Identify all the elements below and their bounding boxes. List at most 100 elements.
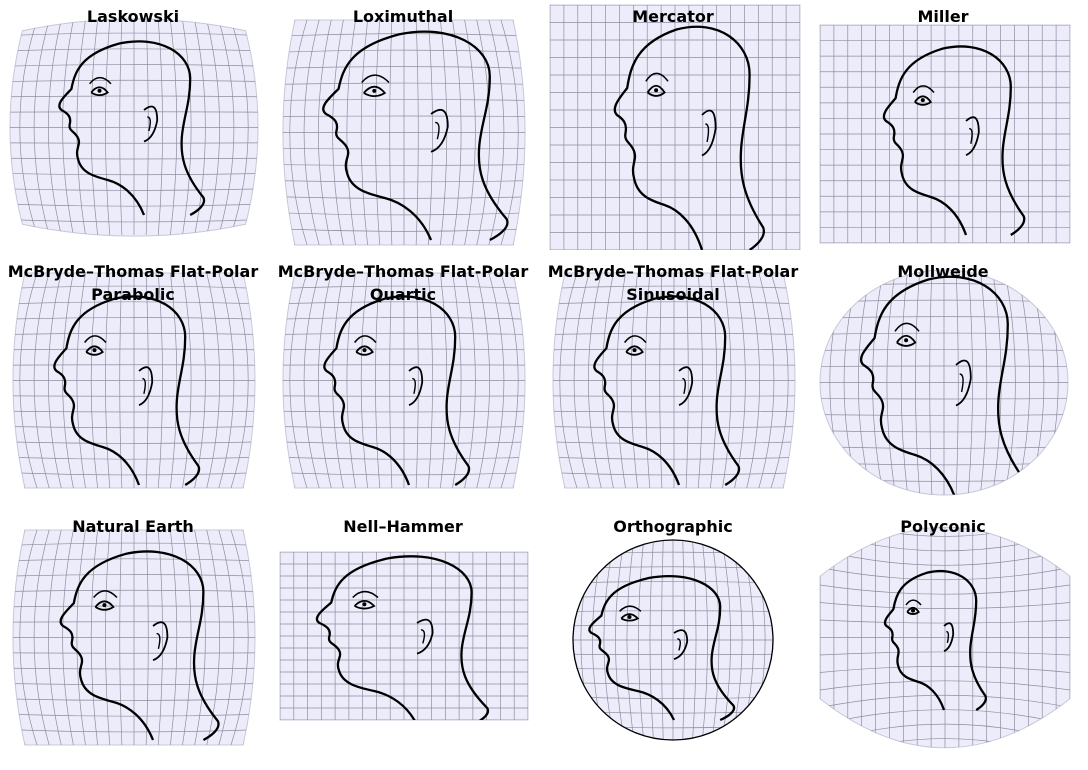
ear-detail [412, 377, 416, 394]
projection-cell-mollweide: Mollweide [815, 255, 1071, 505]
brow-shape [353, 335, 377, 343]
eye-shape [355, 345, 374, 356]
projection-title: Mollweide [897, 262, 989, 281]
head-outline [588, 575, 736, 722]
eye-shape [620, 613, 640, 622]
projection-map [549, 4, 801, 250]
brow-shape [352, 590, 379, 599]
ear-detail [156, 632, 161, 649]
head-figure [883, 570, 987, 711]
projection-cell-loximuthal: Loximuthal [275, 0, 531, 250]
eye-shape [625, 345, 644, 356]
pupil-shape [920, 98, 925, 103]
graticule [820, 25, 1070, 243]
projection-title: Natural Earth [72, 517, 194, 536]
head-figure [59, 550, 220, 742]
ear-shape [416, 618, 434, 655]
projection-title: Polyconic [900, 517, 986, 536]
eye-shape [90, 86, 110, 97]
projection-cell-flat-polar-quartic: McBryde–Thomas Flat-Polar Quartic [275, 255, 531, 505]
head-outline [882, 45, 1026, 236]
graticule [550, 5, 800, 250]
globe-rim [572, 539, 774, 741]
projection-title: Laskowski [86, 7, 180, 26]
projection-cell-flat-polar-parabolic: McBryde–Thomas Flat-Polar Parabolic [5, 255, 261, 505]
head-figure [53, 295, 201, 486]
graticule [10, 18, 258, 237]
brow-shape [619, 605, 642, 612]
projection-map [552, 272, 796, 489]
ear-shape [678, 366, 694, 407]
head-outline [323, 295, 471, 486]
projection-cell-orthographic: Orthographic [545, 510, 801, 760]
projection-cell-nell-hammer: Nell–Hammer [275, 510, 531, 760]
pupil-shape [362, 602, 367, 607]
ear-shape [430, 108, 449, 153]
ear-shape [408, 366, 424, 407]
pupil-shape [632, 348, 637, 353]
head-outline [322, 30, 509, 242]
ear-shape [673, 629, 689, 660]
ear-detail [959, 373, 964, 393]
ear-shape [152, 621, 169, 662]
brow-shape [912, 85, 935, 93]
pupil-shape [97, 88, 102, 93]
projection-title: McBryde–Thomas Flat-Polar Quartic [277, 262, 529, 304]
head-figure [315, 555, 490, 720]
projection-map [282, 19, 526, 246]
brow-shape [89, 76, 112, 85]
projection-title: McBryde–Thomas Flat-Polar Parabolic [7, 262, 259, 304]
eye-shape [353, 600, 376, 610]
projection-title: Mercator [632, 7, 714, 26]
graticule [552, 273, 796, 488]
projection-cell-miller: Miller [815, 0, 1071, 250]
ear-detail [142, 377, 146, 394]
pupil-shape [627, 615, 632, 619]
ear-shape [965, 116, 980, 157]
pupil-shape [362, 348, 367, 353]
head-outline [859, 275, 1025, 495]
eye-shape [363, 85, 387, 98]
projection-map [282, 272, 526, 489]
brow-shape [894, 322, 920, 332]
graticule [12, 273, 256, 488]
projection-cell-laskowski: Laskowski [5, 0, 261, 250]
head-outline [53, 295, 201, 486]
projection-title: Miller [917, 7, 969, 26]
ear-detail [147, 116, 151, 132]
brow-shape [83, 335, 107, 343]
head-outline [883, 570, 987, 711]
ear-detail [969, 127, 973, 144]
head-outline [59, 550, 220, 742]
brow-shape [645, 72, 669, 82]
ear-shape [138, 366, 154, 407]
projection-title: Orthographic [613, 517, 733, 536]
head-figure [322, 30, 509, 242]
pupil-shape [904, 338, 909, 343]
eye-shape [85, 345, 104, 356]
head-figure [588, 575, 736, 722]
eye-shape [896, 334, 917, 347]
projection-map [819, 269, 1069, 496]
projection-cell-flat-polar-sinusoidal: McBryde–Thomas Flat-Polar Sinusoidal [545, 255, 801, 505]
projection-map [12, 529, 256, 746]
projection-map [9, 18, 259, 237]
ear-detail [420, 629, 426, 644]
head-figure [593, 295, 741, 486]
projection-cell-polyconic: Polyconic [815, 510, 1071, 760]
head-figure [323, 295, 471, 486]
pupil-shape [102, 603, 107, 608]
head-figure [613, 25, 766, 250]
projection-map [819, 24, 1071, 244]
projection-map [12, 272, 256, 489]
brow-shape [93, 590, 118, 599]
pupil-shape [911, 608, 915, 613]
projection-map [572, 539, 774, 741]
ear-detail [705, 123, 710, 143]
ear-detail [435, 121, 440, 140]
head-outline [315, 555, 490, 720]
eye-shape [906, 606, 920, 615]
brow-shape [361, 74, 390, 84]
projection-title: Nell–Hammer [343, 517, 463, 536]
